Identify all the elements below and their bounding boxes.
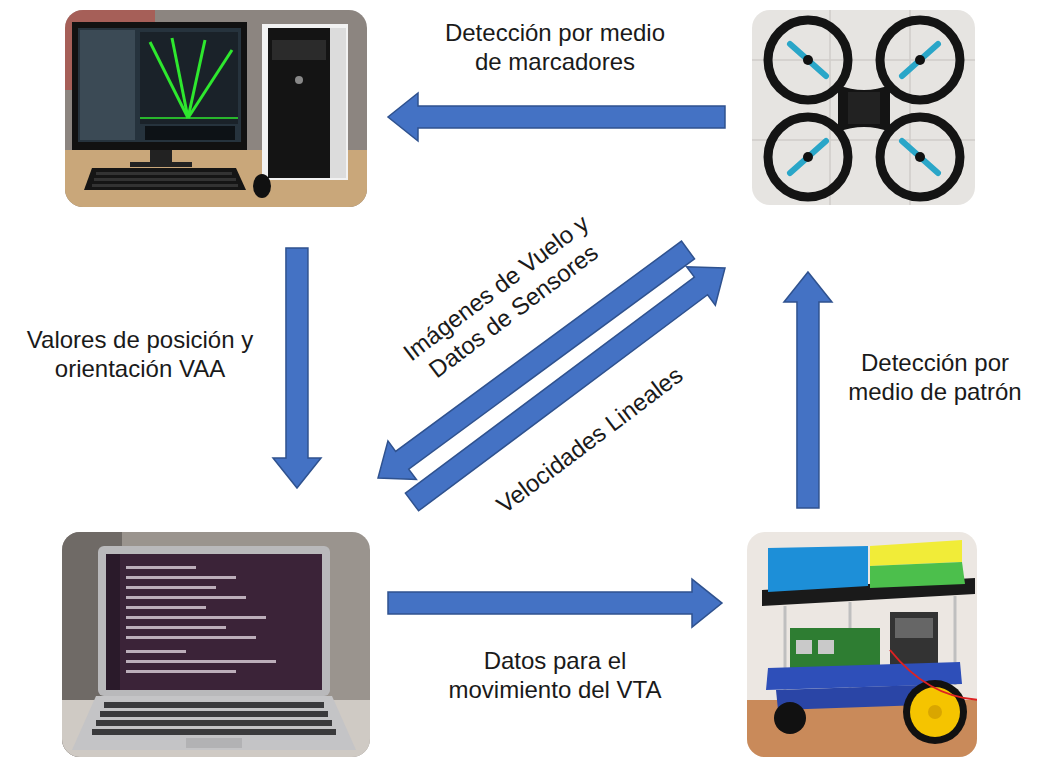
laptop-photo — [62, 532, 370, 757]
flow-arrow — [388, 579, 722, 627]
flow-arrow — [388, 93, 725, 141]
arrow-label: Detección por medio de patrón — [835, 349, 1035, 407]
arrow-label: Detección por medio de marcadores — [430, 19, 680, 77]
arrow-label: Imágenes de Vuelo y Datos de Sensores — [388, 202, 622, 398]
device-photo-frame — [65, 10, 367, 207]
desktop-pc-photo — [65, 10, 367, 207]
device-photo-frame — [747, 532, 977, 757]
device-photo-frame — [62, 532, 370, 757]
device-photo-frame — [752, 10, 975, 205]
flow-arrow — [784, 272, 832, 508]
arrow-label: Datos para el movimiento del VTA — [435, 647, 675, 705]
drone-photo — [752, 10, 975, 205]
ground-robot-photo — [747, 532, 977, 757]
arrow-label: Valores de posición y orientación VAA — [5, 326, 275, 384]
flow-arrow — [273, 248, 321, 488]
arrow-label: Velocidades Lineales — [478, 350, 703, 529]
